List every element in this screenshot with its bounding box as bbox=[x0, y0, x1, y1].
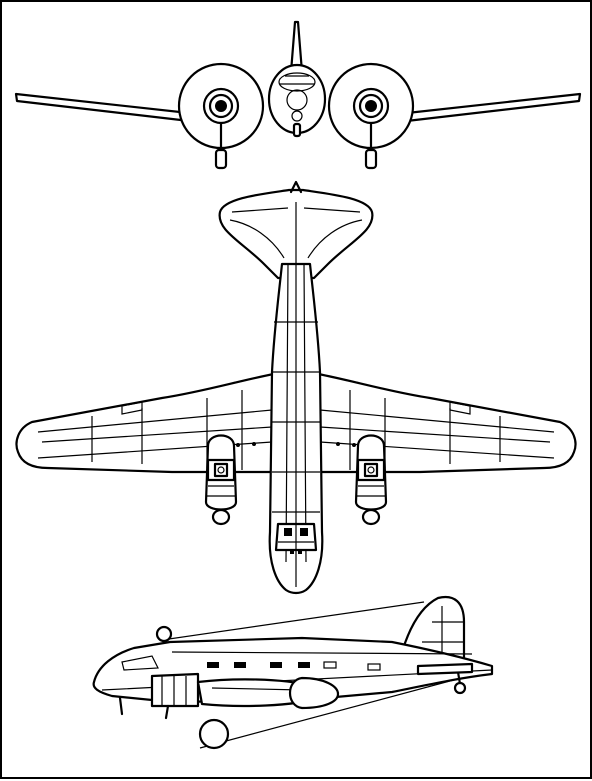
top-view bbox=[15, 180, 577, 595]
front-view bbox=[14, 20, 582, 170]
side-view bbox=[92, 595, 494, 750]
